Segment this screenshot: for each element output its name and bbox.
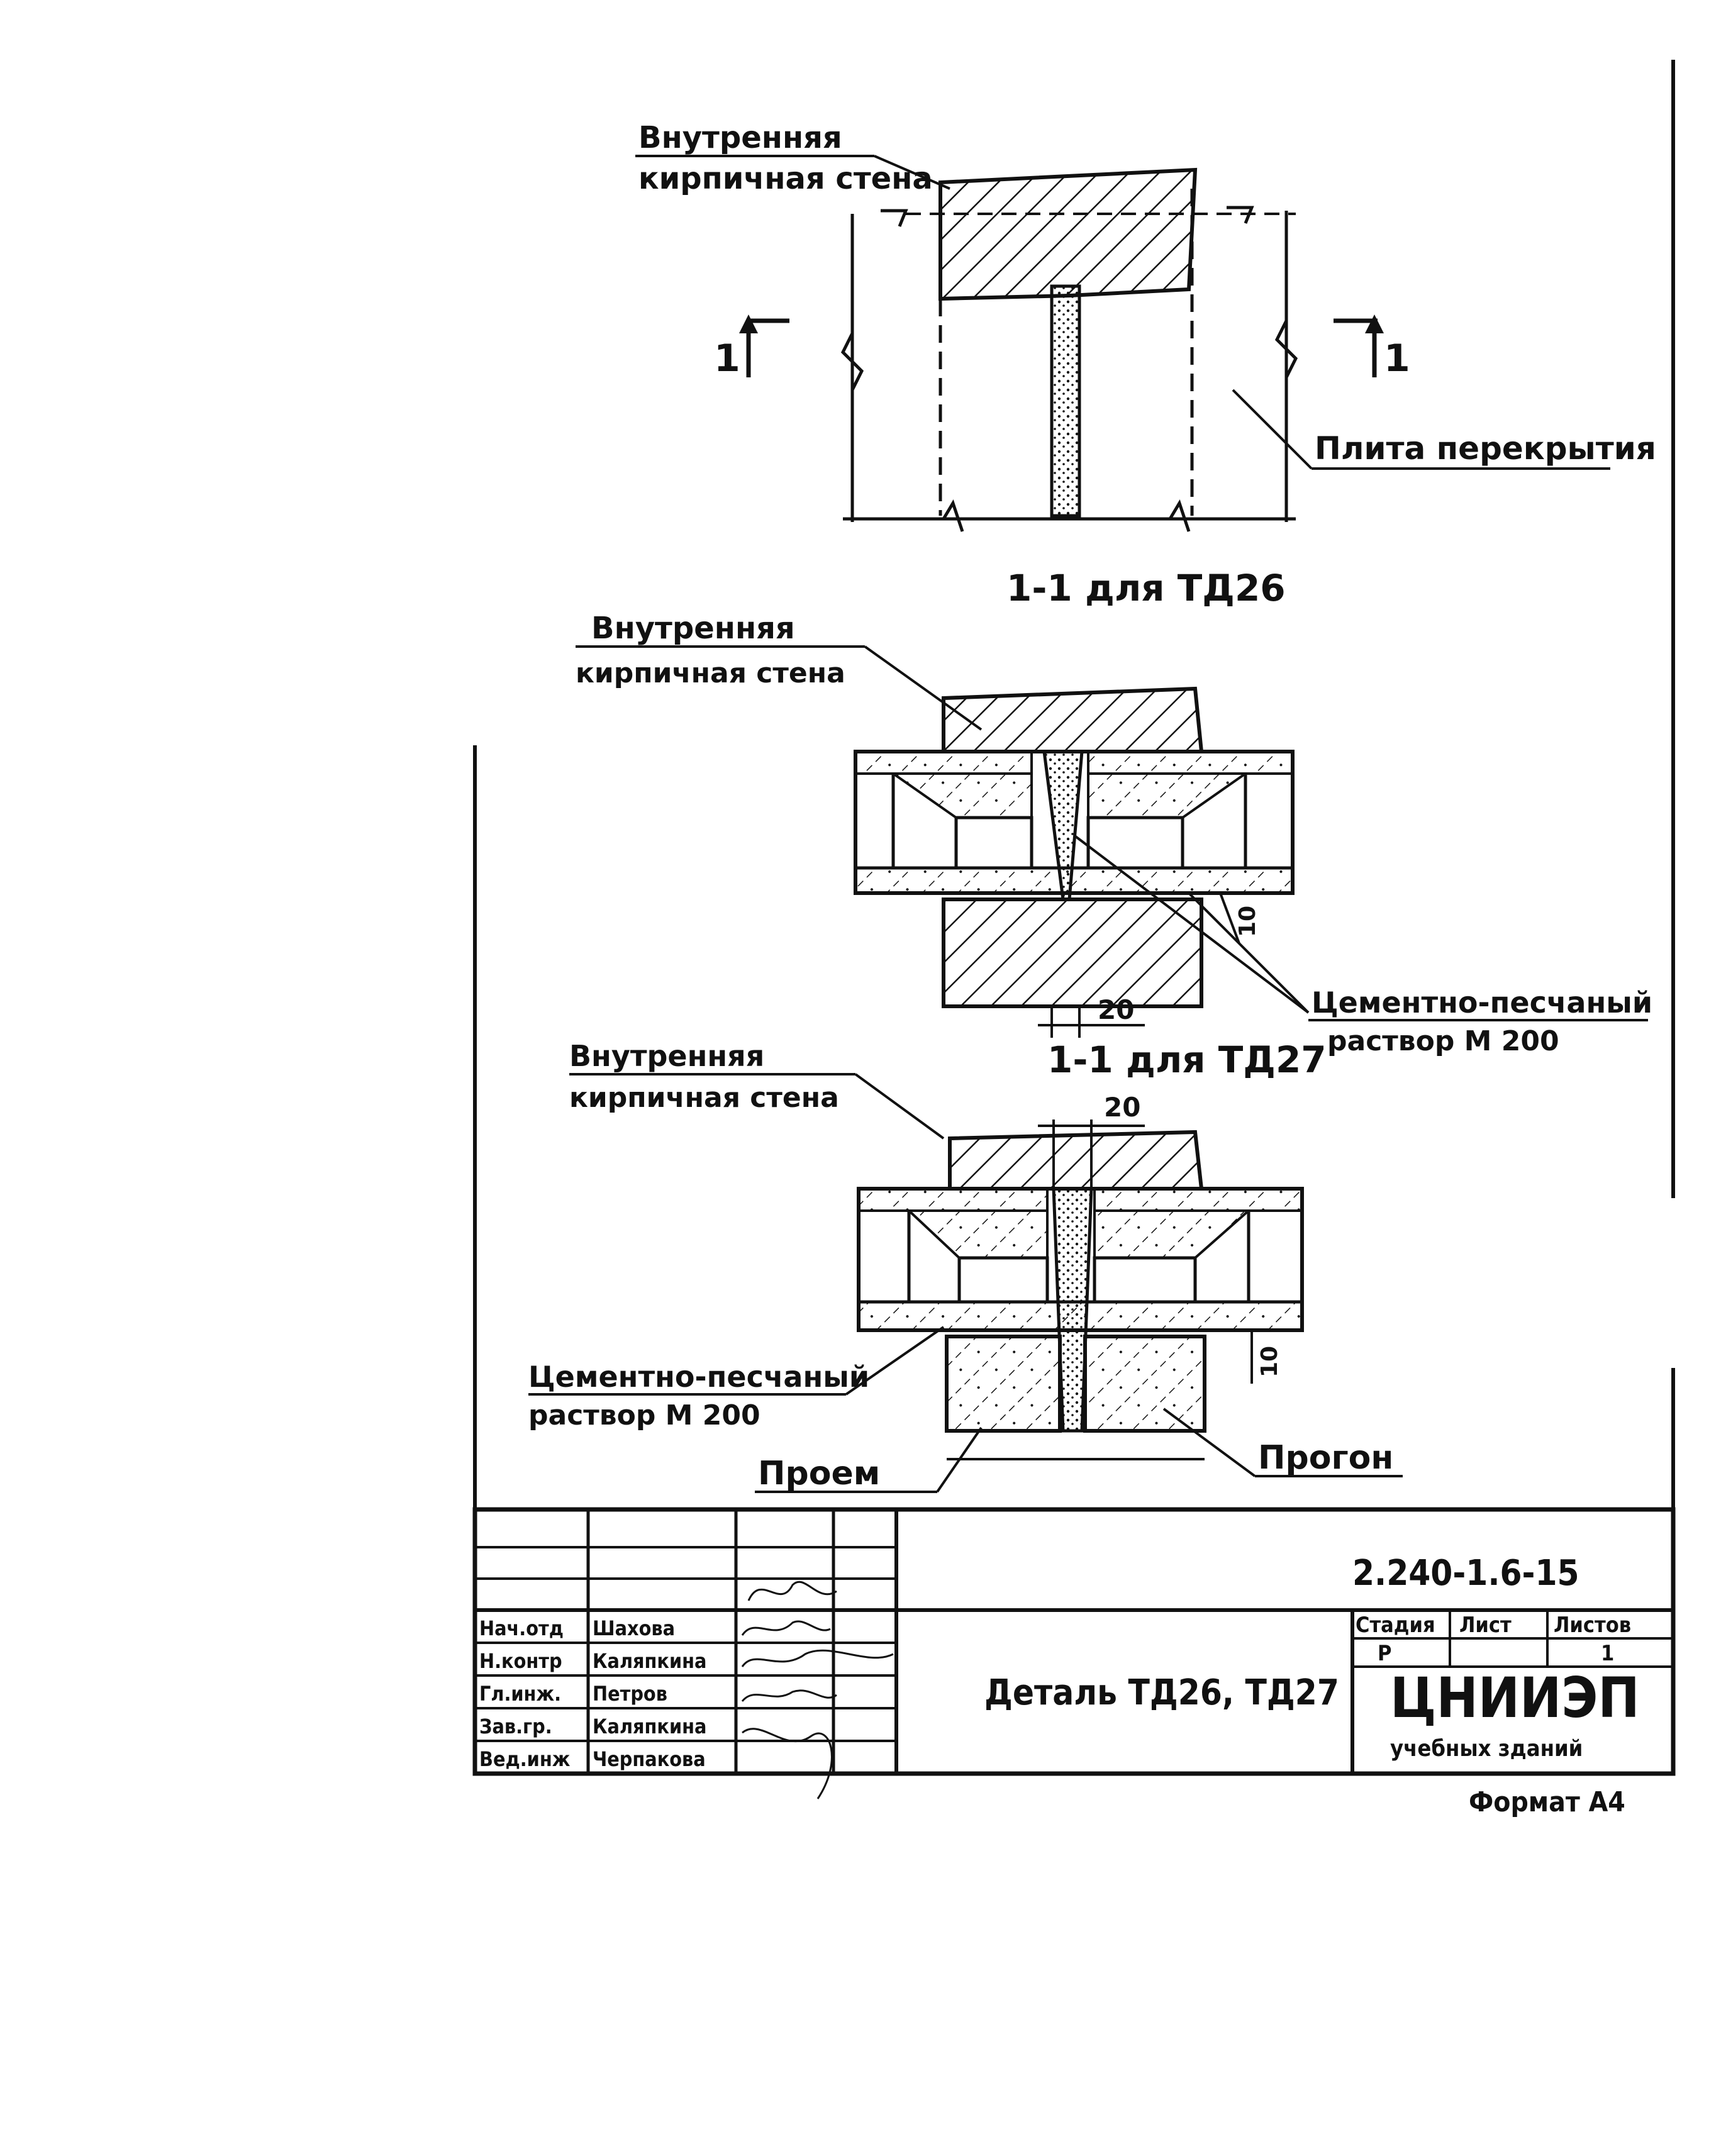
person-name: Черпакова: [593, 1747, 706, 1771]
plan-view: 1 1 Внутренняя кирпичная стена Плита пер…: [635, 120, 1656, 609]
opening-label: Проем: [758, 1455, 880, 1492]
brick-wall-upper-td26: [942, 686, 1204, 753]
person-name: Каляпкина: [593, 1714, 706, 1738]
svg-text:Лист: Лист: [1459, 1613, 1512, 1638]
svg-text:20: 20: [1098, 994, 1134, 1025]
caption-td27: 1-1 для ТД27: [1047, 1038, 1327, 1081]
role-label: Зав.гр.: [479, 1714, 552, 1738]
inner-wall-label-1: Внутренняя: [638, 120, 842, 155]
org-sub: учебных зданий: [1390, 1736, 1583, 1762]
inner-wall-label-td27-2: кирпичная стена: [569, 1082, 839, 1114]
opening-td27: [945, 1335, 1062, 1433]
beam-label: Прогон: [1258, 1439, 1393, 1477]
inner-wall-label-2: кирпичная стена: [638, 161, 933, 196]
mortar-label-td27-1: Цементно-песчаный: [528, 1360, 869, 1394]
mortar-label-2: раствор М 200: [1327, 1025, 1559, 1057]
inner-wall-label-td26-2: кирпичная стена: [576, 657, 845, 689]
svg-text:Р: Р: [1378, 1641, 1391, 1666]
format-label: Формат А4: [1469, 1786, 1625, 1818]
svg-text:1: 1: [714, 336, 740, 381]
role-label: Вед.инж: [479, 1747, 571, 1771]
section-mark-right: 1: [1334, 314, 1410, 381]
person-name: Петров: [593, 1682, 667, 1706]
mortar-joint-plan: [1050, 284, 1081, 518]
svg-text:10: 10: [1235, 906, 1261, 937]
caption-td26: 1-1 для ТД26: [1006, 567, 1286, 609]
person-name: Шахова: [593, 1616, 675, 1640]
title-block: 2.240-1.6-15 Деталь ТД26, ТД27 Стадия Ли…: [472, 1507, 1676, 1818]
doc-code: 2.240-1.6-15: [1352, 1553, 1579, 1594]
svg-text:1: 1: [1601, 1641, 1614, 1666]
role-label: Н.контр: [479, 1649, 562, 1673]
mortar-label-td27-2: раствор М 200: [528, 1399, 760, 1431]
mortar-label-1: Цементно-песчаный: [1312, 986, 1652, 1020]
role-label: Гл.инж.: [479, 1682, 561, 1706]
slab-label: Плита перекрытия: [1315, 430, 1656, 467]
brick-wall-lower-td26: [942, 897, 1203, 1008]
org-name: ЦНИИЭП: [1390, 1665, 1640, 1730]
drawing-title: Деталь ТД26, ТД27: [984, 1672, 1339, 1713]
section-td26: 20 10 Внутренняя кирпичная стена Цементн…: [576, 611, 1652, 1081]
svg-text:20: 20: [1104, 1092, 1140, 1123]
sheet-frame: [473, 60, 1675, 1509]
inner-wall-label-td27-1: Внутренняя: [569, 1039, 764, 1073]
svg-text:Стадия: Стадия: [1356, 1613, 1435, 1638]
signatures: [741, 1581, 894, 1799]
section-mark-left: 1: [714, 314, 789, 381]
person-name: Каляпкина: [593, 1649, 706, 1673]
brick-wall-plan: [938, 167, 1198, 301]
brick-wall-upper-td27: [948, 1130, 1204, 1191]
svg-text:1: 1: [1384, 336, 1410, 381]
beam-td27: [1083, 1335, 1206, 1433]
svg-text:Листов: Листов: [1554, 1613, 1631, 1638]
svg-text:10: 10: [1257, 1346, 1283, 1377]
inner-wall-label-td26-1: Внутренняя: [591, 611, 795, 646]
role-label: Нач.отд: [479, 1616, 564, 1640]
section-td27: 20 10 Внутренняя кирпичная стена Цементн…: [528, 1039, 1403, 1493]
